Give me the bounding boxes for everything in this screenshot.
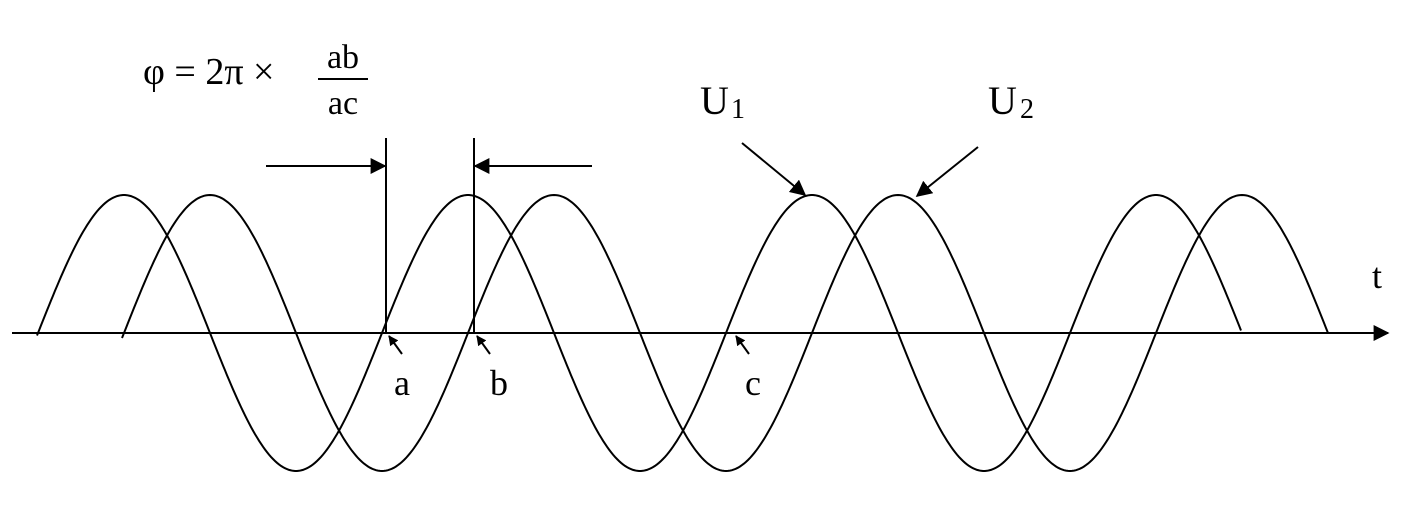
point-label-c: c	[745, 363, 761, 403]
wave-label-u1-sub: 1	[731, 94, 745, 125]
pointer-arrow-a	[388, 335, 403, 355]
pointer-arrow-b	[476, 335, 491, 355]
wave-label-u2-main: U	[988, 78, 1017, 123]
wave-u2	[121, 193, 1329, 473]
phase-formula: φ = 2π × ab ac	[143, 39, 368, 122]
wave-label-u2-sub: 2	[1020, 94, 1034, 125]
wave-label-u1-main: U	[700, 78, 729, 123]
point-label-b: b	[490, 363, 508, 403]
wave-label-u2: U 2	[988, 78, 1034, 125]
formula-lhs: φ = 2π ×	[143, 51, 274, 93]
time-axis-label: t	[1372, 256, 1382, 296]
point-label-a: a	[394, 363, 410, 403]
wave-u1	[36, 194, 1242, 472]
formula-numerator: ab	[327, 39, 359, 76]
pointer-arrow-u2	[915, 146, 979, 198]
formula-denominator: ac	[328, 85, 358, 122]
wave-label-u1: U 1	[700, 78, 745, 125]
pointer-arrow-c	[735, 335, 750, 355]
pointer-arrow-u1	[741, 142, 807, 197]
